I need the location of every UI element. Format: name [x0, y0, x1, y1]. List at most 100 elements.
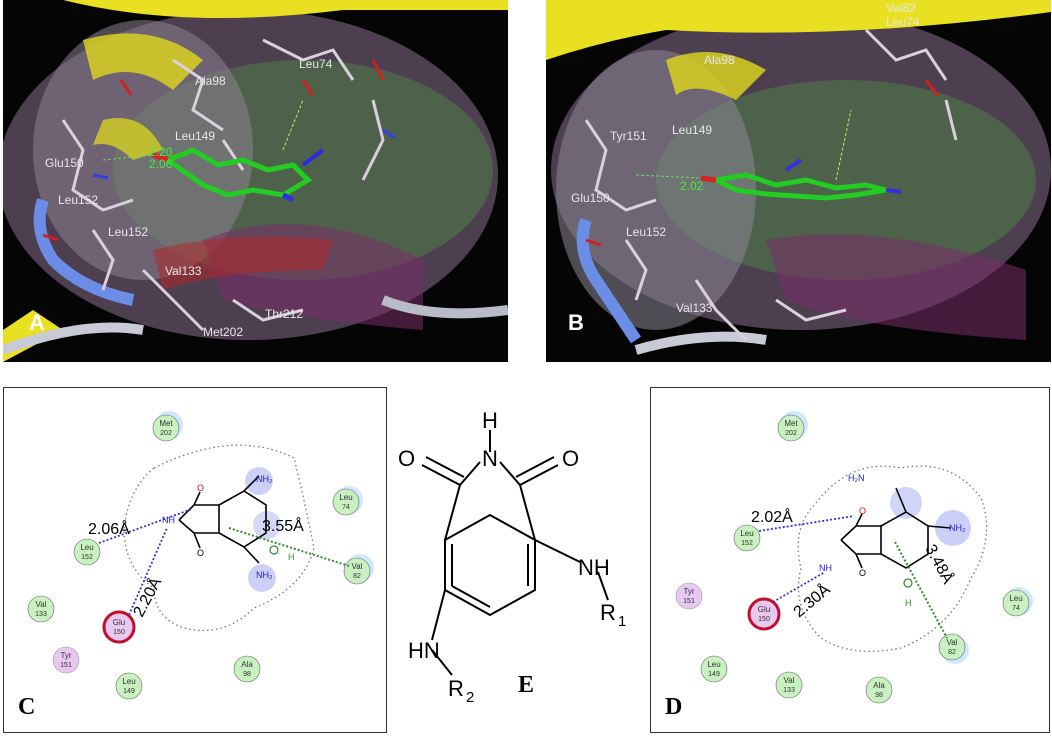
residue-disk-c-3: Val 82 [343, 554, 374, 585]
res-d-2-name: Tyr [683, 587, 694, 596]
atom-e-r2-sub: 2 [466, 689, 474, 706]
res-d-0-num: 202 [785, 430, 797, 437]
res-c-5-num: 150 [113, 629, 125, 636]
residue-label-a-0: Ala98 [195, 74, 226, 88]
panel-e-label: E [518, 672, 535, 698]
distance-c-1: 3.55Å [262, 516, 304, 535]
panel-b-render: Ala98 Val82 Leu74 Tyr151 Leu149 Glu150 L… [546, 0, 1051, 362]
distance-c-2: 2.20Å [129, 574, 166, 620]
residue-disk-c-8: Ala 98 [233, 655, 261, 683]
residue-label-b-2: Leu74 [886, 15, 920, 29]
residue-disk-d-4: Leu 74 [1002, 587, 1033, 617]
panel-a-render: Ala98 Leu74 Leu149 Glu150 Leu152 Leu152 … [3, 0, 508, 362]
res-c-1-name: Leu [339, 493, 352, 502]
res-d-5-name: Val [947, 638, 958, 647]
res-d-6-num: 149 [708, 671, 720, 678]
res-d-6-name: Leu [707, 660, 720, 669]
res-d-7-name: Val [784, 676, 795, 685]
res-d-4-name: Leu [1009, 594, 1022, 603]
residue-label-a-5: Leu152 [108, 225, 148, 239]
residue-disk-c-6: Tyr 151 [52, 646, 80, 674]
res-d-8-name: Ala [873, 681, 885, 690]
distance-a-0: 2.20 [149, 145, 173, 159]
panel-b-label: B [568, 310, 584, 335]
distance-c-0: 2.06Å [88, 519, 130, 538]
res-d-8-num: 98 [875, 692, 883, 699]
residue-label-b-0: Ala98 [704, 53, 735, 67]
res-c-2-num: 152 [81, 554, 93, 561]
res-c-3-num: 82 [353, 573, 361, 580]
residue-disk-c-4: Val 133 [27, 595, 55, 623]
res-c-6-name: Tyr [60, 651, 71, 660]
scaffold-bonds [421, 430, 609, 676]
residue-label-b-6: Leu152 [626, 225, 666, 239]
distance-d-2: 3.48Å [921, 541, 958, 587]
residue-disk-c-7: Leu 149 [115, 672, 143, 700]
residue-label-a-6: Val133 [165, 264, 202, 278]
res-d-2-num: 151 [683, 598, 695, 605]
atom-d-o-bottom: O [859, 568, 866, 578]
res-c-8-name: Ala [241, 660, 253, 669]
residue-label-b-4: Leu149 [672, 123, 712, 137]
atom-d-nh: NH [819, 563, 832, 573]
distance-b-0: 2.02 [680, 179, 704, 193]
distance-d-1: 2.30Å [789, 579, 833, 621]
residue-label-a-1: Leu74 [299, 57, 333, 71]
res-c-8-num: 98 [243, 671, 251, 678]
res-c-6-num: 151 [60, 662, 72, 669]
res-c-2-name: Leu [80, 543, 93, 552]
res-c-4-name: Val [36, 600, 47, 609]
atom-c-o-bottom: O [197, 548, 204, 558]
panel-d-svg: Met 202 Leu 152 Tyr 151 Glu 150 Leu 74 V… [675, 411, 1033, 704]
res-c-1-num: 74 [342, 504, 350, 511]
residue-disk-c-1: Leu 74 [332, 486, 363, 516]
residue-disk-c-2: Leu 152 [73, 538, 101, 566]
res-c-0-name: Met [159, 419, 173, 428]
residue-disk-d-1: Leu 152 [733, 524, 761, 552]
ligand-structure-d [840, 487, 952, 569]
atom-e-o-right: O [562, 446, 579, 471]
ligand-sticks [162, 147, 313, 198]
residue-disk-d-0: Met 202 [777, 411, 808, 442]
residue-label-b-3: Tyr151 [610, 129, 647, 143]
residue-disk-c-5: Glu 150 [102, 610, 136, 644]
residue-label-b-5: Glu150 [571, 191, 610, 205]
res-d-1-num: 152 [741, 540, 753, 547]
atom-e-nh-right: NH [578, 555, 610, 580]
distance-a-1: 2.06 [149, 157, 173, 171]
panel-e-structure: H N O O NH R 1 HN R 2 E [390, 400, 645, 720]
res-c-4-num: 133 [35, 611, 47, 618]
atom-d-h2n: H₂N [848, 473, 865, 483]
panel-a-3d-view: Ala98 Leu74 Leu149 Glu150 Leu152 Leu152 … [3, 0, 508, 362]
res-d-3-name: Glu [758, 605, 770, 614]
atom-c-nh: NH [162, 515, 175, 525]
res-c-7-num: 149 [123, 688, 135, 695]
res-d-4-num: 74 [1012, 605, 1020, 612]
panel-c-svg: Met 202 Leu 74 Leu 152 Val 82 Val 133 Gl… [27, 411, 374, 700]
residue-label-a-7: Met202 [203, 325, 243, 339]
atom-d-h: H [905, 598, 912, 608]
atom-d-o-top: O [859, 506, 866, 516]
atom-e-o-left: O [398, 446, 415, 471]
panel-c-2d-diagram: Met 202 Leu 74 Leu 152 Val 82 Val 133 Gl… [3, 387, 387, 733]
atom-c-o-top: O [197, 483, 204, 493]
res-d-1-name: Leu [740, 529, 753, 538]
atom-d-nh2: NH₂ [949, 523, 966, 533]
res-c-7-name: Leu [122, 677, 135, 686]
atom-c-h: H [288, 552, 295, 562]
atom-e-r1-sub: 1 [618, 613, 626, 630]
atom-e-hn-left: HN [408, 638, 440, 663]
panel-a-label: A [29, 310, 45, 335]
residue-disk-d-7: Val 133 [775, 671, 803, 699]
atom-c-nh2-top: NH₂ [256, 474, 273, 484]
residue-disk-d-5: Val 82 [938, 633, 969, 664]
res-d-5-num: 82 [948, 649, 956, 656]
atom-e-n: N [482, 446, 498, 471]
residue-label-a-3: Glu150 [45, 156, 84, 170]
distance-d-0: 2.02Å [751, 507, 793, 526]
atom-c-nh2-bottom: NH₂ [256, 570, 273, 580]
panel-e-svg: H N O O NH R 1 HN R 2 [398, 408, 626, 706]
atom-e-r1: R [600, 600, 616, 625]
atom-e-r2: R [448, 676, 464, 701]
panel-c-label: C [18, 694, 36, 720]
